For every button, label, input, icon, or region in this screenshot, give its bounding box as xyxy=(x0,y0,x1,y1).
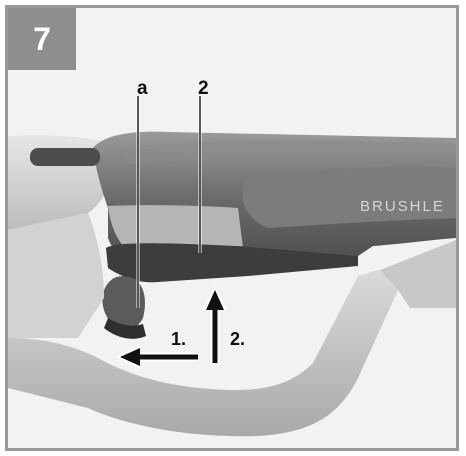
step-number-badge: 7 xyxy=(8,8,76,70)
housing-brand-text: BRUSHLE xyxy=(360,198,445,215)
step-label-1: 1. xyxy=(171,329,187,349)
step-label-2: 2. xyxy=(230,329,246,349)
callout-label-2: 2 xyxy=(198,78,209,99)
figure-frame: BRUSHLE 7 a 2 1. 2. xyxy=(5,5,459,451)
handle-underside xyxy=(106,243,358,283)
trimmer-handle-illustration: BRUSHLE xyxy=(8,8,456,448)
lock-off-lever xyxy=(102,276,145,330)
arrow-up-icon xyxy=(203,286,227,363)
rear-strut xyxy=(380,240,456,308)
callout-label-a: a xyxy=(137,78,148,99)
arrow-left-icon xyxy=(116,345,198,369)
switch-button-top xyxy=(30,148,100,166)
brand-panel xyxy=(242,167,456,228)
bottom-frame xyxy=(8,270,399,437)
top-ridge xyxy=(118,140,456,164)
lower-mount xyxy=(8,213,104,338)
lock-off-lever-edge xyxy=(104,318,146,339)
